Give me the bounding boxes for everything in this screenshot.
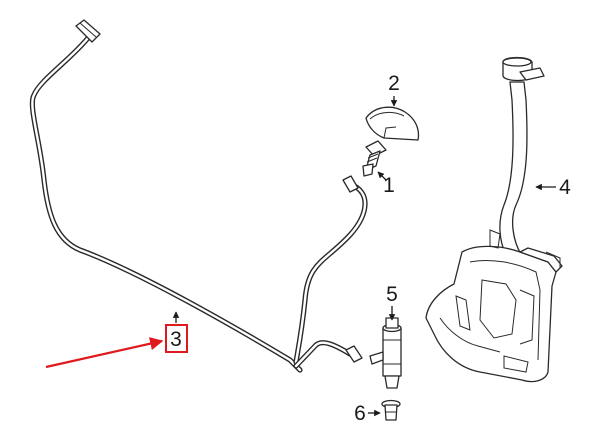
grommet [381,399,401,421]
highlight-box [165,324,188,353]
callout-4: 4 [559,176,571,199]
hose-connector-top [75,19,101,43]
callout-3: 3 [170,328,182,351]
nozzle-cap [365,106,420,141]
callout-5: 5 [386,283,398,306]
highlight-arrow [45,337,164,369]
washer-hose [29,19,368,373]
hose-connector-nozzle [342,175,359,193]
callout-6: 6 [354,402,366,425]
washer-pump [369,317,402,389]
washer-nozzle [362,140,387,177]
leader-1 [377,171,387,181]
callout-2: 2 [388,72,400,95]
callout-1: 1 [383,174,395,197]
washer-reservoir [425,56,563,383]
hose-connector-pump [345,345,363,363]
